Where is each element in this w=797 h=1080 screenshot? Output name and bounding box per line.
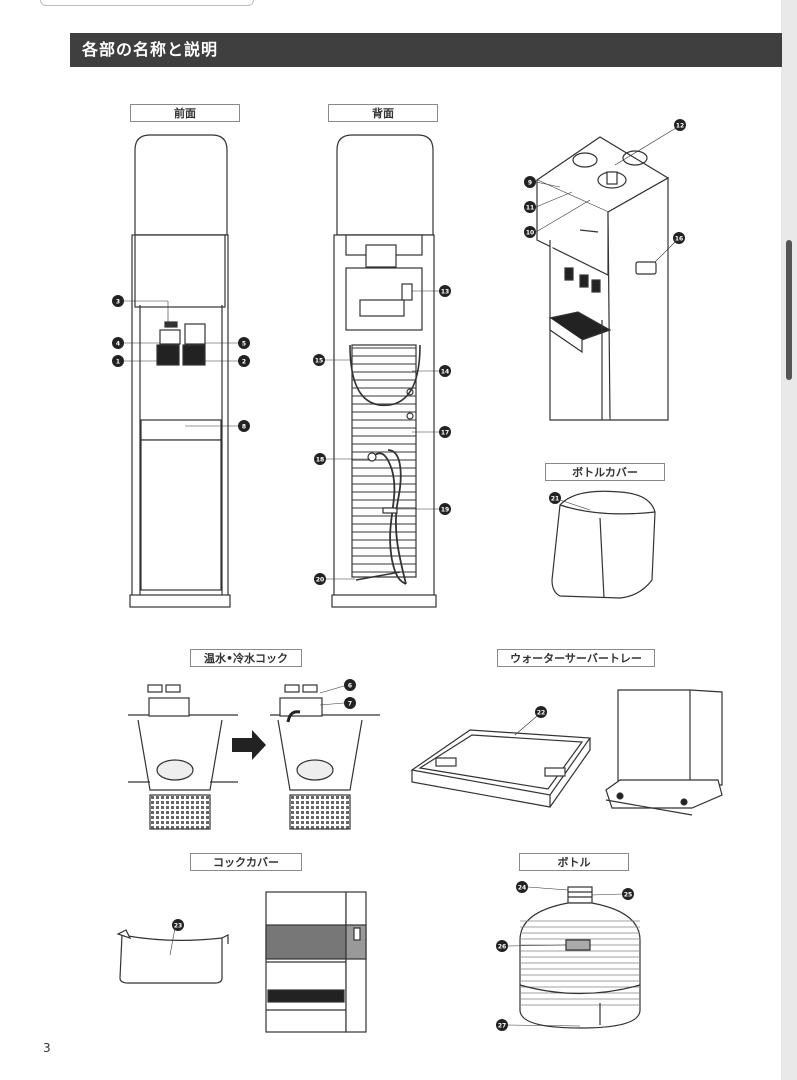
front-view-illustration — [129, 134, 231, 608]
section-title: 各部の名称と説明 — [70, 33, 782, 67]
svg-text:20: 20 — [316, 577, 324, 584]
tray-callouts: 22 — [514, 706, 547, 736]
label-front: 前面 — [130, 104, 240, 122]
label-cock-cover: コックカバー — [190, 853, 302, 871]
svg-text:18: 18 — [316, 457, 324, 464]
faucet-illustration-left — [128, 684, 238, 830]
tray-illustration — [410, 729, 592, 808]
svg-text:23: 23 — [174, 923, 182, 930]
svg-text:5: 5 — [242, 341, 246, 348]
svg-text:6: 6 — [348, 683, 352, 690]
faucet-callouts: 6 7 — [319, 679, 356, 709]
svg-text:22: 22 — [537, 710, 545, 717]
scrollbar-track[interactable] — [785, 0, 797, 1080]
svg-text:9: 9 — [528, 180, 532, 187]
illustrations: 3 4 1 5 2 8 — [112, 119, 723, 1033]
svg-text:11: 11 — [526, 205, 534, 212]
bottle-cover-illustration — [551, 490, 656, 599]
label-bottle: ボトル — [519, 853, 629, 871]
svg-text:21: 21 — [551, 496, 559, 503]
page-number: 3 — [43, 1041, 51, 1055]
svg-text:19: 19 — [441, 507, 449, 514]
svg-text:13: 13 — [441, 289, 449, 296]
svg-text:24: 24 — [518, 885, 526, 892]
label-faucet: 温水•冷水コック — [190, 649, 302, 667]
cock-cover-illustration — [116, 929, 229, 984]
back-view-illustration — [331, 134, 437, 608]
label-bottle-cover: ボトルカバー — [545, 463, 665, 481]
scrollbar-thumb[interactable] — [786, 240, 792, 380]
label-tray: ウォーターサーバートレー — [497, 649, 655, 667]
svg-text:4: 4 — [116, 341, 120, 348]
svg-text:26: 26 — [498, 944, 506, 951]
svg-text:25: 25 — [624, 892, 632, 899]
front-callouts: 3 4 1 5 2 8 — [112, 295, 250, 432]
faucet-illustration-right — [270, 684, 380, 830]
back-callouts: 13 15 14 17 18 19 20 — [313, 285, 451, 585]
isometric-callouts: 12 9 11 10 16 — [524, 119, 686, 263]
cock-cover-installed-illustration — [265, 891, 367, 1033]
arrow-right-icon — [232, 730, 266, 760]
bottle-callouts: 24 25 26 27 — [496, 881, 634, 1031]
svg-text:3: 3 — [116, 299, 120, 306]
tray-installed-illustration — [605, 689, 723, 816]
svg-text:16: 16 — [675, 236, 683, 243]
svg-text:27: 27 — [498, 1023, 506, 1030]
svg-text:2: 2 — [242, 359, 246, 366]
svg-text:14: 14 — [441, 369, 449, 376]
label-back: 背面 — [328, 104, 438, 122]
bottle-illustration — [519, 886, 641, 1029]
svg-text:12: 12 — [676, 123, 684, 130]
bottle-cover-callouts: 21 — [549, 492, 591, 511]
svg-text:10: 10 — [526, 230, 534, 237]
isometric-view-illustration — [535, 136, 670, 421]
svg-text:15: 15 — [315, 358, 323, 365]
svg-text:17: 17 — [441, 430, 449, 437]
cock-cover-callouts: 23 — [169, 919, 184, 956]
svg-text:8: 8 — [242, 424, 246, 431]
svg-text:1: 1 — [116, 359, 120, 366]
svg-text:7: 7 — [348, 701, 352, 708]
